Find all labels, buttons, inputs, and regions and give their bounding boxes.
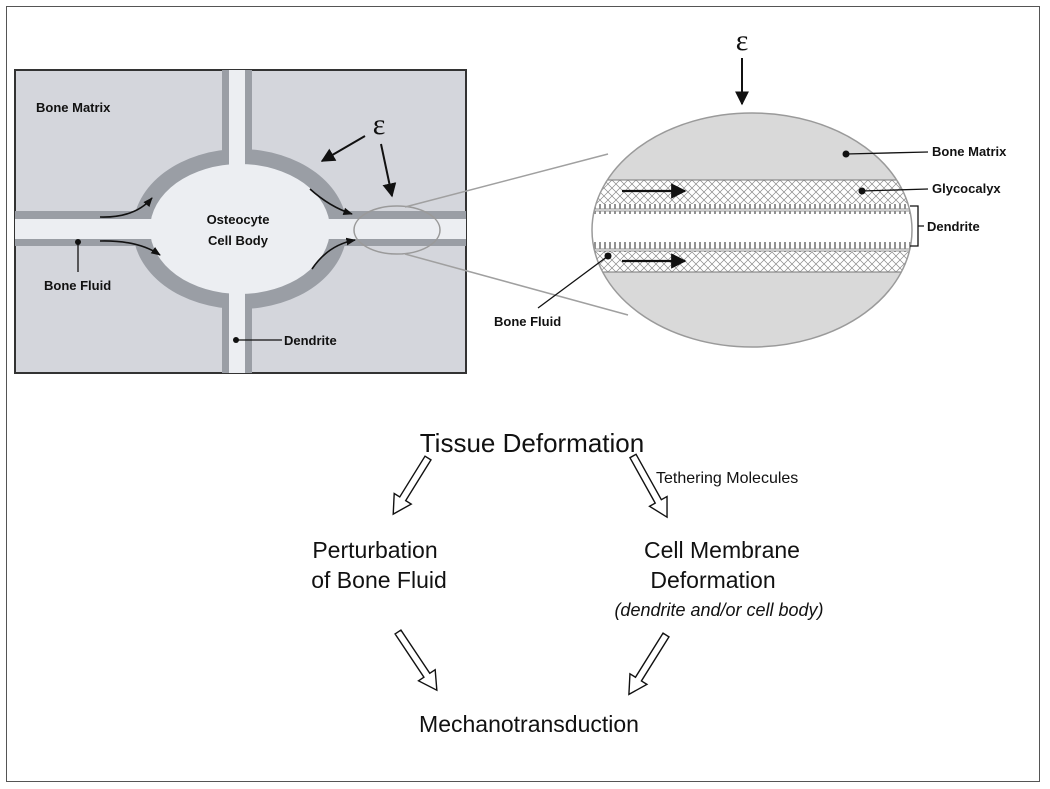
arrow-membrane-to-mechano bbox=[628, 632, 670, 696]
tissue-deformation-label: Tissue Deformation bbox=[420, 428, 644, 458]
zoom-ellipse-border bbox=[591, 112, 913, 348]
perturbation-label-line1: Perturbation bbox=[312, 537, 437, 563]
arrow-perturbation-to-mechano bbox=[394, 629, 438, 692]
membrane-top bbox=[592, 204, 912, 214]
zoom-bone-matrix-label: Bone Matrix bbox=[932, 144, 1007, 159]
strain-arrow-2 bbox=[380, 143, 397, 198]
osteocyte-cell-body bbox=[150, 164, 330, 294]
glycocalyx-label: Glycocalyx bbox=[932, 181, 1001, 196]
zoom-bone-matrix-leader bbox=[845, 151, 929, 155]
membrane-deformation-line2: Deformation bbox=[650, 567, 775, 593]
fluid-flow-arrows bbox=[99, 188, 356, 270]
zoom-bone-fluid-label: Bone Fluid bbox=[494, 314, 561, 329]
membrane-bottom bbox=[592, 242, 912, 252]
bone-fluid-label: Bone Fluid bbox=[44, 278, 111, 293]
strain-symbol-top: ε bbox=[736, 24, 749, 57]
osteocyte-panel: Bone Matrix Osteocyte Cell Body ε Bone F… bbox=[14, 69, 467, 374]
dendrite-core bbox=[592, 214, 912, 242]
bone-matrix-label: Bone Matrix bbox=[36, 100, 111, 115]
zoom-dendrite-label: Dendrite bbox=[927, 219, 980, 234]
strain-symbol-left: ε bbox=[373, 108, 386, 141]
arrow-to-perturbation bbox=[392, 455, 432, 516]
perturbation-label-line2: of Bone Fluid bbox=[311, 567, 447, 593]
hollow-arrows bbox=[392, 453, 670, 696]
strain-arrow-1 bbox=[320, 135, 366, 162]
figure-frame bbox=[6, 6, 1040, 782]
arrow-to-membrane bbox=[628, 453, 668, 519]
dendrite-bracket bbox=[910, 205, 924, 247]
zoom-panel: ε Bone Matrix Glycocalyx Dendrite Bone F… bbox=[494, 24, 1007, 348]
zoom-contents bbox=[592, 179, 912, 273]
zoom-connectors bbox=[404, 153, 629, 316]
tethering-molecules-label: Tethering Molecules bbox=[656, 470, 798, 487]
zoom-target-ellipse bbox=[353, 205, 441, 255]
glycocalyx-leader bbox=[861, 188, 929, 192]
mechanotransduction-label: Mechanotransduction bbox=[419, 711, 639, 737]
flow-chart: Tissue Deformation Tethering Molecules P… bbox=[311, 428, 823, 737]
dendrite-lumens bbox=[15, 70, 466, 373]
dendrite-label-left: Dendrite bbox=[284, 333, 337, 348]
cell-body-label-line2: Cell Body bbox=[208, 233, 269, 248]
membrane-deformation-line1: Cell Membrane bbox=[644, 537, 800, 563]
membrane-deformation-note: (dendrite and/or cell body) bbox=[614, 600, 823, 620]
zoom-bone-fluid-leader bbox=[537, 255, 609, 309]
cell-body-label-line1: Osteocyte bbox=[207, 212, 270, 227]
